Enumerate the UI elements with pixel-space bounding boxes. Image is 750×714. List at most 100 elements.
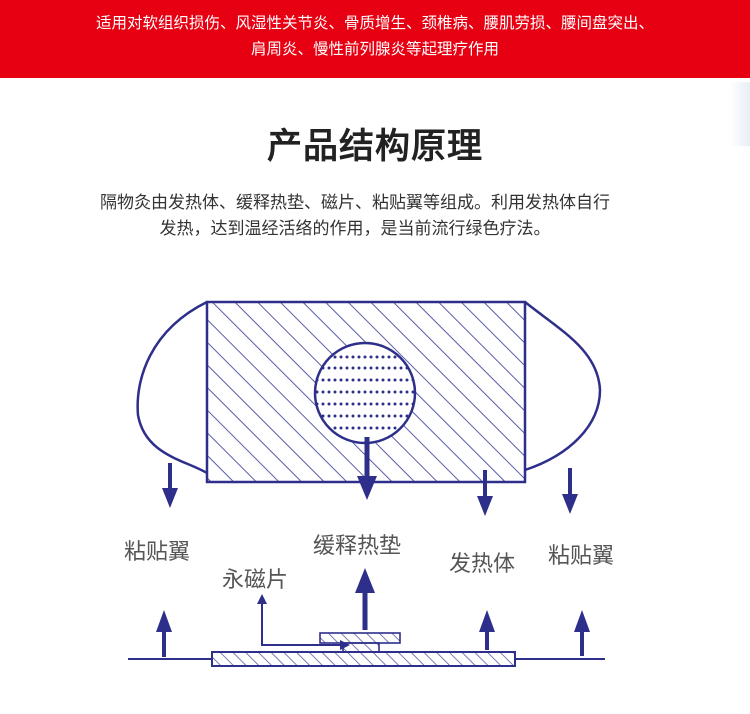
pad-dot (357, 355, 361, 359)
pad-dot (363, 402, 367, 406)
pad-dot (399, 366, 403, 370)
pad-dot (405, 366, 409, 370)
pad-dot (381, 378, 385, 382)
pad-dot (351, 390, 355, 394)
pad-dot (405, 390, 409, 394)
pad-dot (345, 426, 349, 430)
pad-dot (339, 402, 343, 406)
pad-dot (327, 366, 331, 370)
pad-dot (375, 355, 379, 359)
banner-line-2: 肩周炎、慢性前列腺炎等起理疗作用 (250, 40, 499, 58)
pad-dot (363, 426, 367, 430)
pad-dot (357, 378, 361, 382)
magnet-pointer (257, 594, 350, 650)
pad-dot (375, 390, 379, 394)
pad-dot (339, 366, 343, 370)
pad-dot (381, 426, 385, 430)
pad-dot (393, 426, 397, 430)
pad-dot (399, 378, 403, 382)
pad-dot (387, 378, 391, 382)
label-adhesive-wing-right: 粘贴翼 (548, 544, 615, 569)
pad-dot (333, 378, 337, 382)
structure-diagram (128, 300, 605, 667)
down-arrows (162, 437, 578, 516)
pad-dot (387, 414, 391, 418)
pad-dot (333, 355, 337, 359)
pad-dot (357, 402, 361, 406)
pad-dot (411, 390, 415, 394)
pad-dot (345, 355, 349, 359)
pad-dot (321, 390, 325, 394)
pad-dot (345, 402, 349, 406)
pad-dot (357, 426, 361, 430)
pad-dot (393, 390, 397, 394)
label-heater: 发热体 (449, 552, 516, 577)
pad-dot (387, 402, 391, 406)
pad-dot (363, 355, 367, 359)
pad-dot (393, 402, 397, 406)
pad-dot (405, 378, 409, 382)
pad-dot (369, 390, 373, 394)
pad-dot (387, 390, 391, 394)
pad-dot (345, 390, 349, 394)
pad-dot (393, 378, 397, 382)
pad-dot (321, 414, 325, 418)
pad-dot (399, 402, 403, 406)
pad-dot (321, 378, 325, 382)
pad-dot (333, 426, 337, 430)
pad-dot (351, 355, 355, 359)
pad-dot (321, 366, 325, 370)
pad-dot (327, 390, 331, 394)
label-heat-pad: 缓释热垫 (313, 534, 402, 559)
pad-dot (375, 426, 379, 430)
pad-layer (319, 632, 401, 644)
pad-dot (321, 402, 325, 406)
pad-dot (351, 402, 355, 406)
pad-dot (351, 414, 355, 418)
pad-dot (393, 366, 397, 370)
pad-dot (405, 402, 409, 406)
heat-pad-circle (313, 341, 417, 445)
pad-dot (333, 402, 337, 406)
pad-dot (345, 378, 349, 382)
pad-dot (393, 355, 397, 359)
pad-dot (369, 426, 373, 430)
left-wing-outline (136, 300, 208, 475)
pad-dot (339, 426, 343, 430)
top-banner: 适用对软组织损伤、风湿性关节炎、骨质增生、颈椎病、腰肌劳损、腰间盘突出、 肩周炎… (0, 0, 750, 78)
pad-dot (363, 366, 367, 370)
heater-layer (211, 651, 516, 667)
banner-line-1: 适用对软组织损伤、风湿性关节炎、骨质增生、颈椎病、腰肌劳损、腰间盘突出、 (95, 14, 654, 32)
pad-dot (339, 414, 343, 418)
pad-dot (387, 366, 391, 370)
pad-dot (369, 402, 373, 406)
pad-dot (381, 366, 385, 370)
pad-dot (363, 390, 367, 394)
pad-dot (363, 378, 367, 382)
pad-dot (327, 414, 331, 418)
pad-dot (381, 390, 385, 394)
pad-dot (375, 378, 379, 382)
side-decoration (730, 82, 750, 146)
pad-dot (387, 355, 391, 359)
pad-dot (381, 355, 385, 359)
pad-dot (381, 414, 385, 418)
label-magnet: 永磁片 (222, 568, 289, 593)
pad-dot (327, 378, 331, 382)
pad-dot (369, 414, 373, 418)
pad-dot (399, 390, 403, 394)
pad-dot (387, 426, 391, 430)
pad-dot (339, 390, 343, 394)
pad-dot (327, 402, 331, 406)
pad-dot (345, 366, 349, 370)
pad-dot (399, 414, 403, 418)
pad-dot (357, 366, 361, 370)
pad-dot (345, 414, 349, 418)
pad-dot (333, 390, 337, 394)
pad-dot (351, 378, 355, 382)
pad-dot (363, 414, 367, 418)
description-line-2: 发热，达到温经活络的作用，是当前流行绿色疗法。 (159, 219, 551, 239)
right-wing-outline (524, 301, 602, 472)
pad-dot (315, 390, 319, 394)
page-title: 产品结构原理 (266, 127, 483, 167)
